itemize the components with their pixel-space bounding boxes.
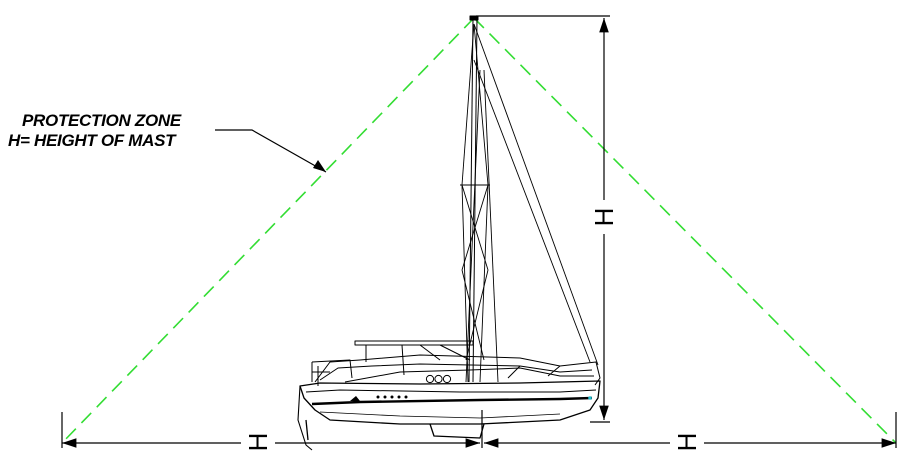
- mast: [468, 15, 479, 383]
- callout-subtitle: H= HEIGHT OF MAST: [8, 131, 176, 150]
- horizontal-dimensions: [61, 410, 897, 448]
- callout-title: PROTECTION ZONE: [22, 111, 181, 130]
- right-label-gap: [670, 430, 704, 454]
- protection-zone: [61, 17, 897, 444]
- zone-left-edge: [61, 17, 475, 444]
- rigging: [460, 23, 599, 383]
- bow-light-icon: [588, 396, 592, 400]
- hull: [297, 380, 601, 451]
- portholes: [425, 374, 452, 384]
- vertical-dimension-label: H: [589, 208, 619, 227]
- callout-leader: [215, 129, 327, 173]
- vertical-label-gap: [592, 200, 616, 234]
- zone-right-edge: [473, 17, 897, 444]
- left-label-gap: [241, 430, 275, 454]
- sailboat: [297, 15, 601, 451]
- left-dimension-label: H: [243, 433, 273, 452]
- bimini-top: [354, 340, 474, 376]
- hull-details: [350, 395, 408, 401]
- cabin: [311, 354, 601, 386]
- right-dimension-label: H: [672, 433, 702, 452]
